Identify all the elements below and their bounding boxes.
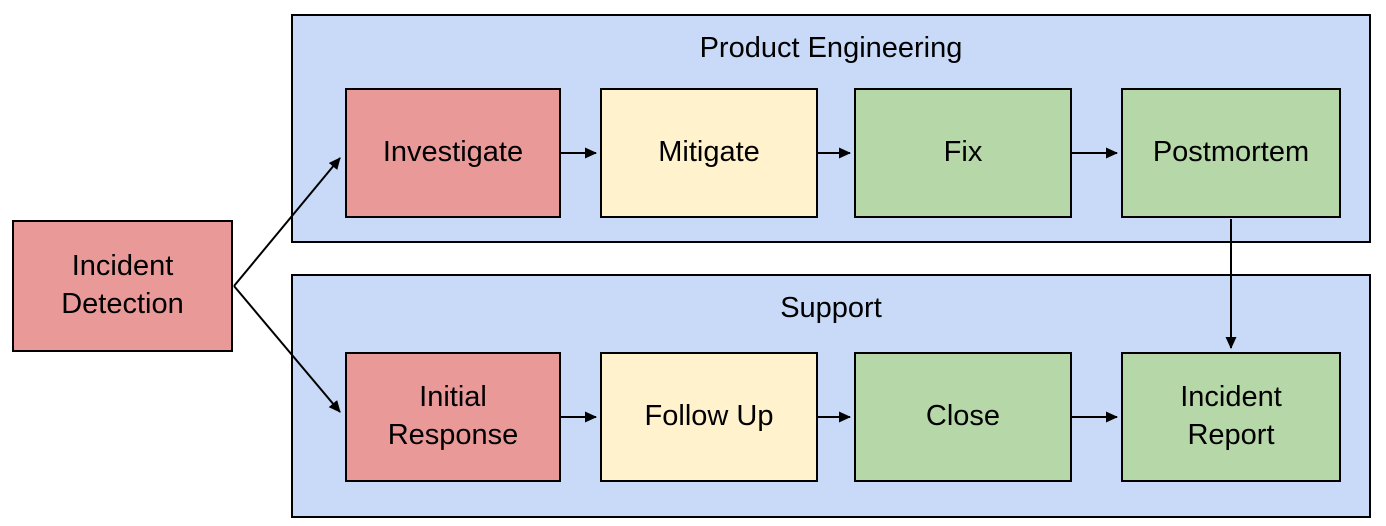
node-investigate: Investigate <box>345 88 561 218</box>
node-incident-report: Incident Report <box>1121 352 1341 482</box>
node-follow-up: Follow Up <box>600 352 818 482</box>
node-incident-detection: Incident Detection <box>12 220 233 352</box>
lane-title-support: Support <box>780 292 882 324</box>
node-postmortem: Postmortem <box>1121 88 1341 218</box>
node-mitigate: Mitigate <box>600 88 818 218</box>
node-close: Close <box>854 352 1072 482</box>
lane-title-product-engineering: Product Engineering <box>699 32 963 64</box>
node-initial-response: Initial Response <box>345 352 561 482</box>
node-fix: Fix <box>854 88 1072 218</box>
